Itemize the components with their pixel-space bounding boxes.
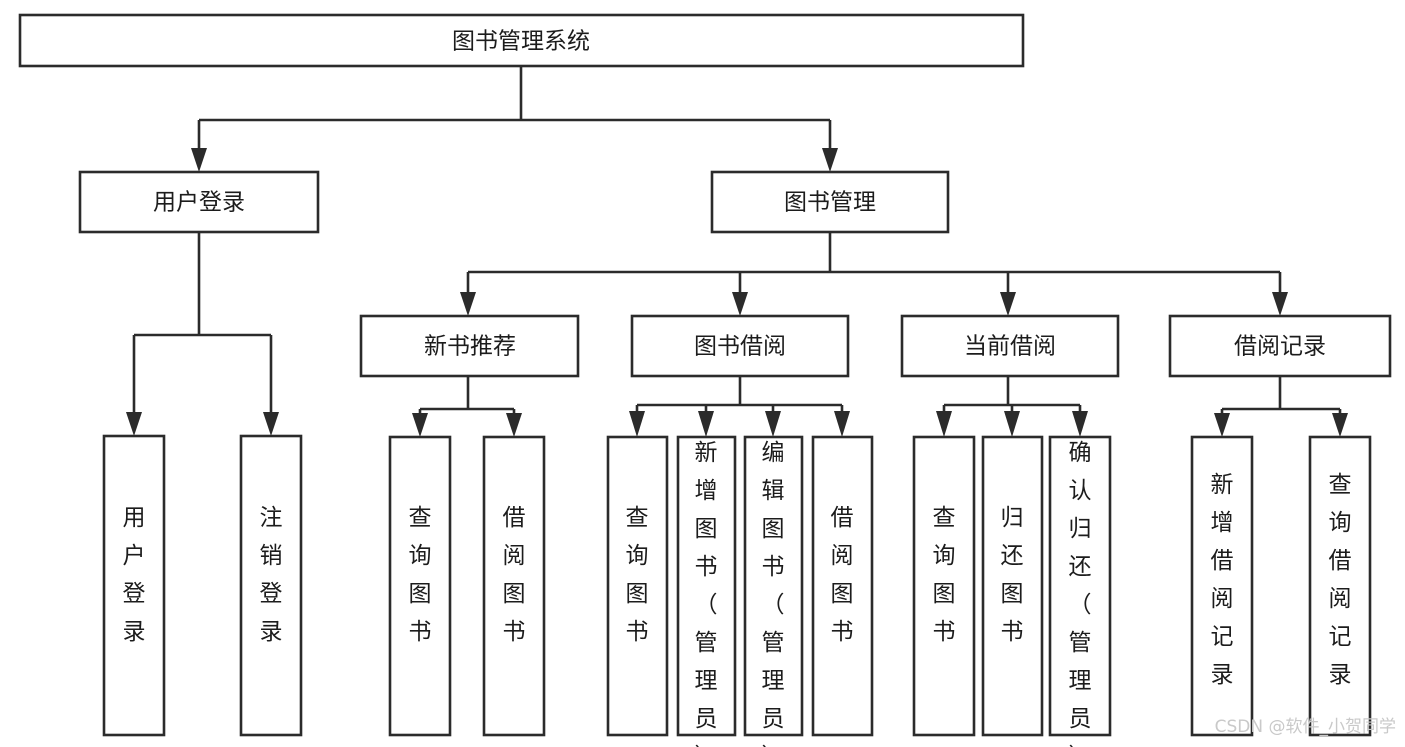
node-records-label: 借阅记录 <box>1234 334 1326 360</box>
arrow-head-to-l-query-book-1 <box>412 413 428 437</box>
arrow-head-to-l-add-record <box>1214 413 1230 437</box>
node-book-mgmt-label: 图书管理 <box>784 190 876 216</box>
node-l-confirm-return-label: 确认归还（管理员） <box>1069 440 1092 747</box>
node-l-add-book[interactable]: 新增图书（管理员） <box>676 435 737 747</box>
node-l-borrow-book-2-label: 借阅图书 <box>831 505 854 645</box>
csdn-watermark: CSDN @软件_小贺同学 <box>1215 717 1396 737</box>
connector-group-book-mgmt <box>460 232 1288 316</box>
arrow-head-to-l-return-book <box>1004 411 1020 437</box>
node-l-query-record-box[interactable] <box>1308 435 1372 737</box>
connector-group-records <box>1214 376 1348 437</box>
arrow-head-to-l-edit-book <box>765 411 781 437</box>
node-l-borrow-book-1[interactable]: 借阅图书 <box>482 435 546 737</box>
node-l-query-book-3-label: 查询图书 <box>933 505 956 645</box>
node-book-mgmt[interactable]: 图书管理 <box>710 170 950 234</box>
connector-group-user-login <box>126 232 279 436</box>
connector-group-new-rec <box>412 376 522 437</box>
node-l-query-book-2-label: 查询图书 <box>626 505 649 645</box>
connector-group-current <box>936 376 1088 437</box>
node-root-box[interactable] <box>18 13 1025 68</box>
arrow-head-to-records <box>1272 292 1288 316</box>
node-l-query-book-1-label: 查询图书 <box>409 505 432 645</box>
arrow-head-to-l-query-book-3 <box>936 411 952 437</box>
node-new-rec-label: 新书推荐 <box>424 334 516 360</box>
arrow-head-to-user-login <box>191 148 207 172</box>
node-l-query-book-1-box[interactable] <box>388 435 452 737</box>
node-l-add-book-label: 新增图书（管理员） <box>695 440 718 747</box>
connector-group-root <box>191 66 838 172</box>
arrow-head-to-borrow <box>732 292 748 316</box>
node-l-return-book[interactable]: 归还图书 <box>981 435 1044 737</box>
node-user-login-label: 用户登录 <box>153 190 245 216</box>
node-l-query-book-1[interactable]: 查询图书 <box>388 435 452 737</box>
node-borrow[interactable]: 图书借阅 <box>630 314 850 378</box>
node-current[interactable]: 当前借阅 <box>900 314 1120 378</box>
node-l-borrow-book-2-box[interactable] <box>811 435 874 737</box>
node-root-label: 图书管理系统 <box>452 29 590 55</box>
node-l-add-record-box[interactable] <box>1190 435 1254 737</box>
arrow-head-to-l-borrow-book-1 <box>506 413 522 437</box>
node-l-query-record[interactable]: 查询借阅记录 <box>1308 435 1372 737</box>
node-l-user-login-box[interactable] <box>102 434 166 737</box>
node-l-borrow-book-2[interactable]: 借阅图书 <box>811 435 874 737</box>
arrow-head-to-book-mgmt <box>822 148 838 172</box>
node-new-rec[interactable]: 新书推荐 <box>359 314 580 378</box>
node-l-user-login-label: 用户登录 <box>123 505 146 645</box>
node-records[interactable]: 借阅记录 <box>1168 314 1392 378</box>
node-l-query-book-2-box[interactable] <box>606 435 669 737</box>
arrow-head-to-l-logout <box>263 412 279 436</box>
node-l-edit-book[interactable]: 编辑图书（管理员） <box>743 435 804 747</box>
node-current-box[interactable] <box>900 314 1120 378</box>
node-l-query-book-3[interactable]: 查询图书 <box>912 435 976 737</box>
node-l-query-record-label: 查询借阅记录 <box>1329 472 1352 688</box>
node-l-add-book-box[interactable] <box>676 435 737 737</box>
node-l-query-book-2[interactable]: 查询图书 <box>606 435 669 737</box>
node-current-label: 当前借阅 <box>964 334 1056 360</box>
node-l-logout[interactable]: 注销登录 <box>239 434 303 737</box>
node-l-edit-book-box[interactable] <box>743 435 804 737</box>
arrow-head-to-l-query-record <box>1332 413 1348 437</box>
node-l-query-book-3-box[interactable] <box>912 435 976 737</box>
connector-group-borrow <box>629 376 850 437</box>
node-l-return-book-box[interactable] <box>981 435 1044 737</box>
node-l-add-record[interactable]: 新增借阅记录 <box>1190 435 1254 737</box>
arrow-head-to-new-rec <box>460 292 476 316</box>
node-new-rec-box[interactable] <box>359 314 580 378</box>
node-l-logout-label: 注销登录 <box>260 505 283 645</box>
node-l-borrow-book-1-box[interactable] <box>482 435 546 737</box>
node-l-logout-box[interactable] <box>239 434 303 737</box>
node-l-user-login[interactable]: 用户登录 <box>102 434 166 737</box>
arrow-head-to-l-borrow-book-2 <box>834 411 850 437</box>
node-l-return-book-label: 归还图书 <box>1001 505 1024 645</box>
arrow-head-to-l-query-book-2 <box>629 411 645 437</box>
node-root[interactable]: 图书管理系统 <box>18 13 1025 68</box>
node-l-add-record-label: 新增借阅记录 <box>1211 472 1234 688</box>
node-l-borrow-book-1-label: 借阅图书 <box>503 505 526 645</box>
arrow-head-to-current <box>1000 292 1016 316</box>
node-user-login[interactable]: 用户登录 <box>78 170 320 234</box>
node-book-mgmt-box[interactable] <box>710 170 950 234</box>
arrow-head-to-l-add-book <box>698 411 714 437</box>
node-user-login-box[interactable] <box>78 170 320 234</box>
arrow-head-to-l-user-login <box>126 412 142 436</box>
node-borrow-box[interactable] <box>630 314 850 378</box>
node-l-confirm-return[interactable]: 确认归还（管理员） <box>1048 435 1112 747</box>
arrow-head-to-l-confirm-return <box>1072 411 1088 437</box>
node-borrow-label: 图书借阅 <box>694 334 786 360</box>
node-records-box[interactable] <box>1168 314 1392 378</box>
node-l-edit-book-label: 编辑图书（管理员） <box>762 440 785 747</box>
node-l-confirm-return-box[interactable] <box>1048 435 1112 737</box>
